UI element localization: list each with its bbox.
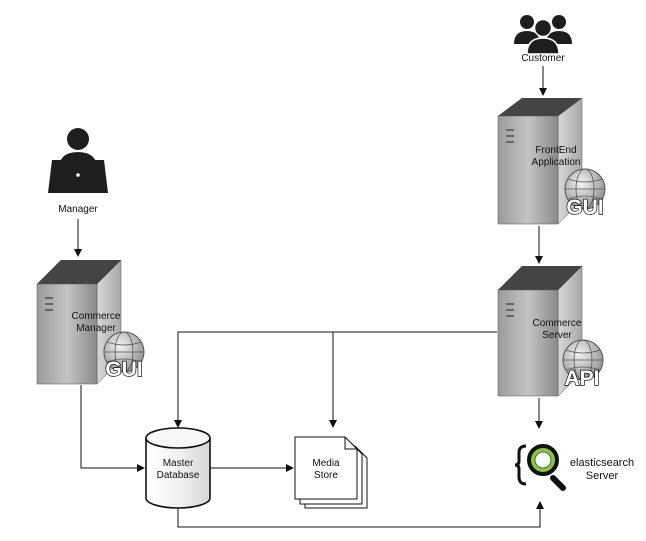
server-tower-icon xyxy=(497,97,583,225)
frontend-server-node: FrontEnd Application GUI xyxy=(497,97,606,225)
api-badge: API xyxy=(564,367,599,390)
manager-node: Manager xyxy=(48,128,108,215)
database-cylinder-icon xyxy=(145,427,211,509)
frontend-label-line-2: Application xyxy=(532,157,581,168)
elasticsearch-label-line-2: Server xyxy=(586,470,619,482)
stacked-documents-icon xyxy=(294,436,368,509)
frontend-label-line-1: FrontEnd xyxy=(535,145,576,156)
commerce-server-label-line-1: Commerce xyxy=(533,318,582,329)
users-group-icon xyxy=(514,15,572,55)
globe-icon xyxy=(564,168,606,210)
commerce-manager-server-node: Commerce Manager GUI xyxy=(36,259,145,385)
manager-label: Manager xyxy=(58,204,98,215)
laptop-user-icon xyxy=(48,128,108,193)
commerce-manager-label-line-1: Commerce xyxy=(72,311,121,322)
connectors xyxy=(74,66,547,528)
arrow-commerce-server-to-database xyxy=(174,331,497,428)
gui-badge: GUI xyxy=(105,358,142,381)
master-database-label-line-1: Master xyxy=(163,458,194,469)
globe-icon xyxy=(103,331,145,373)
gui-badge: GUI xyxy=(566,196,603,219)
elasticsearch-node: elasticsearch Server xyxy=(514,444,634,491)
commerce-server-node: Commerce Server API xyxy=(497,265,604,397)
elasticsearch-logo-icon xyxy=(514,444,566,491)
arrow-commerce-manager-to-database xyxy=(80,385,145,472)
commerce-manager-label-line-2: Manager xyxy=(76,323,116,334)
media-store-label-line-2: Store xyxy=(314,470,338,481)
master-database-node: Master Database xyxy=(145,427,211,509)
globe-icon xyxy=(562,339,604,381)
media-store-label-line-1: Media xyxy=(312,458,340,469)
media-store-node: Media Store xyxy=(294,436,368,509)
arrow-database-to-elasticsearch xyxy=(177,501,544,528)
elasticsearch-label-line-1: elasticsearch xyxy=(570,457,634,469)
customer-label: Customer xyxy=(521,53,565,64)
server-tower-icon xyxy=(36,259,122,385)
master-database-label-line-2: Database xyxy=(157,470,200,481)
customer-node: Customer xyxy=(514,15,572,64)
commerce-server-label-line-2: Server xyxy=(542,330,572,341)
